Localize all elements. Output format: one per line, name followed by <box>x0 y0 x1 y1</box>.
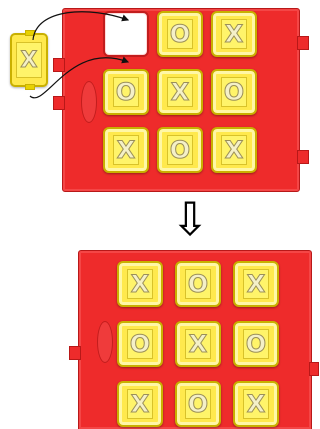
board-tab-left-lower <box>69 346 81 360</box>
top-board-cell-2[interactable]: O <box>157 11 203 57</box>
top-board-cell-mark: X <box>113 135 139 165</box>
board-tab-left-bottom <box>53 96 65 110</box>
bottom-board-cell-mark: O <box>127 329 153 359</box>
tile-letter: X <box>16 42 42 78</box>
board-tab-right-top <box>297 36 309 50</box>
bottom-board-cell-6[interactable]: O <box>233 321 279 367</box>
top-board-cell-4[interactable]: O <box>103 69 149 115</box>
top-board-cell-5[interactable]: X <box>157 69 203 115</box>
top-board-cell-mark: O <box>167 135 193 165</box>
loose-x-tile[interactable]: X <box>10 33 48 87</box>
board-tab-right-bottom <box>297 150 309 164</box>
top-board-cell-1[interactable] <box>103 11 149 57</box>
bottom-board-cell-mark: X <box>243 269 269 299</box>
bottom-board-cell-mark: X <box>127 389 153 419</box>
bottom-board-cell-mark: X <box>127 269 153 299</box>
bottom-board-cell-8[interactable]: O <box>175 381 221 427</box>
tile-peg-top <box>25 30 35 36</box>
top-board-cell-6[interactable]: O <box>211 69 257 115</box>
tile-peg-bottom <box>25 84 35 90</box>
top-board-cell-mark: O <box>167 19 193 49</box>
top-board-cell-mark: X <box>221 135 247 165</box>
bottom-board-cell-mark: O <box>243 329 269 359</box>
board-slot-oval <box>97 321 113 363</box>
bottom-board-cell-9[interactable]: X <box>233 381 279 427</box>
bottom-board-cell-1[interactable]: X <box>117 261 163 307</box>
top-board-cell-mark: O <box>113 77 139 107</box>
bottom-board-cell-4[interactable]: O <box>117 321 163 367</box>
board-tab-right-lower <box>309 362 319 376</box>
top-board-cell-9[interactable]: X <box>211 127 257 173</box>
top-board-cell-mark: X <box>167 77 193 107</box>
bottom-board-cell-7[interactable]: X <box>117 381 163 427</box>
bottom-board-cell-5[interactable]: X <box>175 321 221 367</box>
down-arrow-icon: ⇩ <box>168 194 212 244</box>
bottom-board-cell-2[interactable]: O <box>175 261 221 307</box>
bottom-board-cell-mark: O <box>185 269 211 299</box>
top-board-cell-8[interactable]: O <box>157 127 203 173</box>
top-board-cell-mark: O <box>221 77 247 107</box>
top-board-cell-mark: X <box>221 19 247 49</box>
top-board-cell-7[interactable]: X <box>103 127 149 173</box>
bottom-board-cell-mark: X <box>243 389 269 419</box>
bottom-board-cell-mark: X <box>185 329 211 359</box>
board-tab-left-top <box>53 58 65 72</box>
bottom-board-cell-3[interactable]: X <box>233 261 279 307</box>
top-board-cell-3[interactable]: X <box>211 11 257 57</box>
bottom-board-cell-mark: O <box>185 389 211 419</box>
board-slot-oval <box>81 81 97 123</box>
